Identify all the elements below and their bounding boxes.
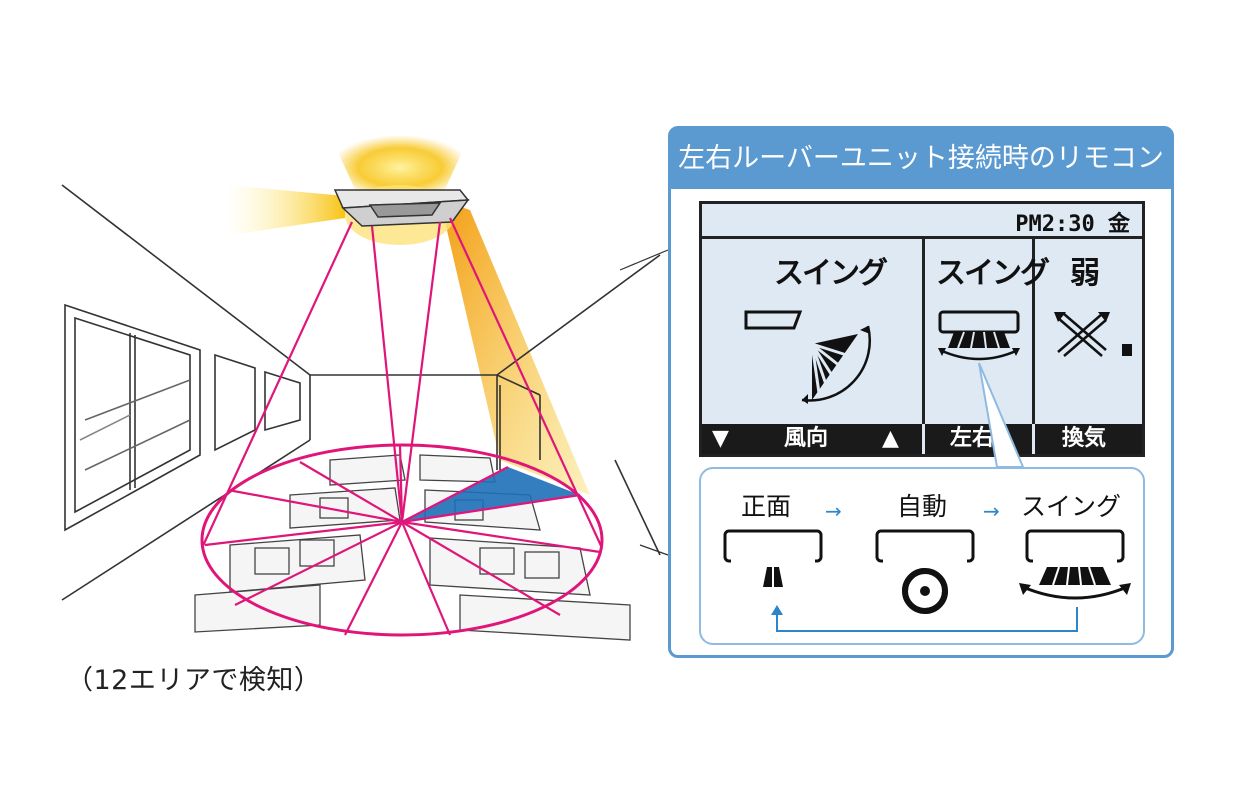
- airflow-glow: [225, 135, 590, 495]
- vane-swing-label: スイング: [774, 256, 888, 291]
- ceiling-ac-unit: [333, 189, 470, 227]
- vane-swing-icon: [744, 310, 871, 404]
- louver-mode-sequence: 正面 → 自動 → スイング: [699, 467, 1145, 645]
- louver-callout: [978, 362, 1025, 468]
- lcd-status-bar: PM2:30 金: [702, 204, 1142, 239]
- auto-swirl-icon: [875, 529, 975, 614]
- lcd-screen: PM2:30 金 スイング スイング 弱: [699, 201, 1145, 457]
- louver-label: 左右: [950, 426, 995, 451]
- mode-arrow: →: [825, 499, 842, 523]
- lcd-divider: [1032, 236, 1035, 454]
- front-airflow-icon: [723, 529, 823, 587]
- panel-title: 左右ルーバーユニット接続時のリモコン画面: [671, 129, 1171, 234]
- mode-arrow: →: [983, 499, 1000, 523]
- vane-label: 風向: [784, 426, 829, 451]
- lcd-time: PM2:30 金: [1015, 212, 1130, 237]
- lcd-divider: [922, 236, 925, 454]
- detection-caption: （12エリアで検知）: [66, 665, 322, 696]
- lcd-function-bar: ▼ 風向 ▲ 左右 換気: [702, 424, 1142, 454]
- swing-airflow-icon: [1019, 529, 1131, 600]
- mode-swing-label: スイング: [1021, 492, 1122, 521]
- louver-swing-icon: [938, 310, 1020, 361]
- mode-front-label: 正面: [741, 492, 792, 521]
- vane-down-button[interactable]: ▼: [712, 426, 729, 451]
- louver-swing-label: スイング: [936, 256, 1050, 291]
- vent-level-label: 弱: [1070, 256, 1100, 291]
- remote-screen-panel: 左右ルーバーユニット接続時のリモコン画面 PM2:30 金 スイング スイング …: [668, 126, 1174, 658]
- mode-auto-label: 自動: [897, 492, 948, 521]
- vane-up-button[interactable]: ▲: [882, 426, 899, 451]
- callout-lines: [619, 249, 669, 556]
- ventilation-icon: [1054, 312, 1132, 357]
- room-walls: [61, 184, 661, 601]
- vent-label: 換気: [1062, 426, 1107, 451]
- detection-area: [194, 217, 631, 641]
- cycle-return-arrow: [771, 605, 1078, 632]
